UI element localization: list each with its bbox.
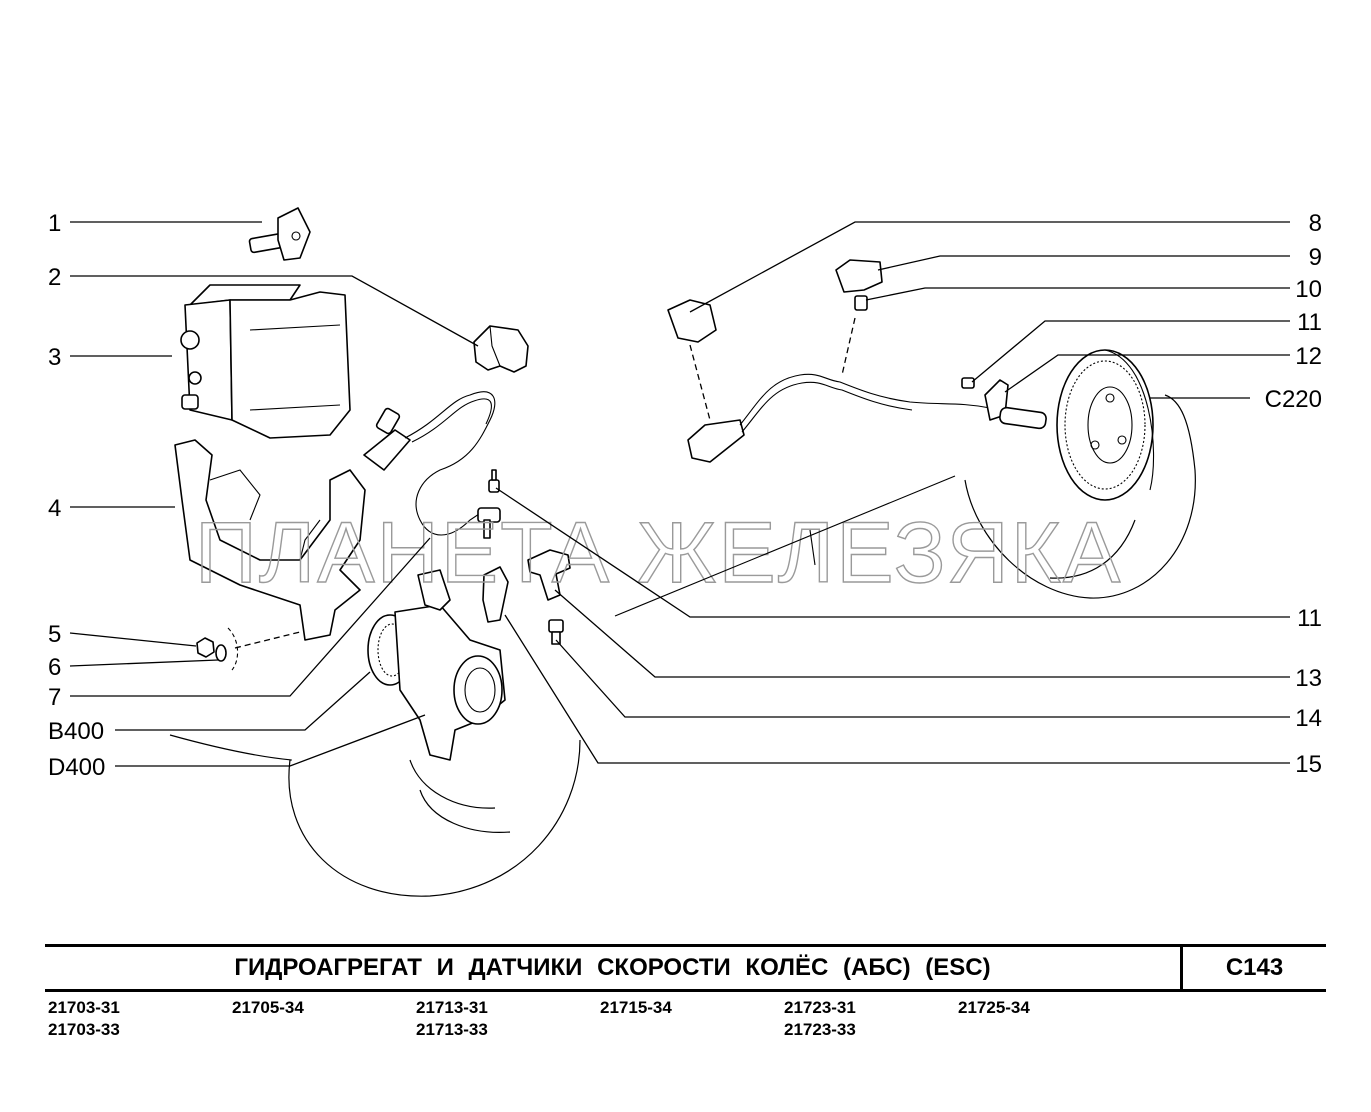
- callout-11-lower: 11: [1297, 605, 1322, 632]
- leader-lines-left: [69, 221, 479, 767]
- c220-tone-ring-disc: [1056, 349, 1155, 501]
- callout-9: 9: [1309, 244, 1322, 271]
- rear-wheel-speed-sensor-harness: [667, 299, 991, 463]
- callout-11-upper: 11: [1297, 309, 1322, 336]
- callout-13: 13: [1295, 665, 1322, 692]
- part-3-hydraulic-unit: [180, 284, 351, 439]
- callout-1: 1: [48, 210, 61, 237]
- callout-2: 2: [48, 264, 61, 291]
- callout-b400: B400: [48, 718, 104, 745]
- model-code: 21725-34: [958, 998, 1030, 1017]
- callout-7: 7: [48, 684, 61, 711]
- part-15-bracket: [482, 566, 509, 623]
- title-divider: [1180, 947, 1183, 989]
- model-code: 21703-31: [48, 998, 120, 1017]
- part-5-nut: [196, 637, 215, 658]
- callout-c220: C220: [1265, 386, 1322, 413]
- callout-labels-right: 8 9 10 11 12 C220 11 13 14 15: [1265, 210, 1322, 778]
- callout-5: 5: [48, 621, 61, 648]
- front-hub-knuckle: [367, 569, 506, 761]
- part-11-bolt-rear: [961, 377, 975, 389]
- part-9-bracket: [835, 259, 883, 293]
- diagram-title: ГИДРОАГРЕГАТ И ДАТЧИКИ СКОРОСТИ КОЛЁС (А…: [234, 954, 991, 981]
- callout-labels-left: 1 2 3 4 5 6 7 B400 D400: [48, 210, 105, 781]
- part-12-rear-sensor: [984, 379, 1047, 430]
- dash-arc-5-6: [227, 627, 239, 671]
- callout-15: 15: [1295, 751, 1322, 778]
- model-code: 21705-34: [232, 998, 304, 1017]
- part-6-washer: [215, 644, 227, 662]
- watermark: ПЛАНЕТА ЖЕЛЕЗЯКА: [195, 505, 1122, 601]
- part-10-bolt: [854, 295, 868, 311]
- callout-8: 8: [1309, 210, 1322, 237]
- leader-lines-right: [495, 221, 1290, 764]
- part-13-bracket: [527, 549, 571, 601]
- page-code: C143: [1225, 954, 1284, 981]
- front-wheel-speed-sensor-harness: [363, 391, 501, 539]
- part-14-bolt: [548, 619, 564, 645]
- title-block: ГИДРОАГРЕГАТ И ДАТЧИКИ СКОРОСТИ КОЛЁС (А…: [45, 944, 1326, 992]
- callout-3: 3: [48, 344, 61, 371]
- callout-12: 12: [1295, 343, 1322, 370]
- front-wheel-ghost: [169, 734, 581, 897]
- part-1-pin-bracket: [248, 207, 311, 261]
- model-code: 21703-33: [48, 1020, 120, 1039]
- callout-d400: D400: [48, 754, 105, 781]
- part-4-mounting-bracket: [174, 439, 366, 641]
- model-code: 21713-31: [416, 998, 488, 1017]
- model-code: 21723-33: [784, 1020, 856, 1039]
- callout-10: 10: [1295, 276, 1322, 303]
- callout-4: 4: [48, 495, 61, 522]
- callout-6: 6: [48, 654, 61, 681]
- part-2-clip: [473, 325, 529, 373]
- rear-wheel-ghost: [964, 394, 1196, 599]
- model-code: 21723-31: [784, 998, 856, 1017]
- callout-14: 14: [1295, 705, 1322, 732]
- arrow-5-6: [234, 631, 301, 649]
- model-code: 21715-34: [600, 998, 672, 1017]
- model-code: 21713-33: [416, 1020, 488, 1039]
